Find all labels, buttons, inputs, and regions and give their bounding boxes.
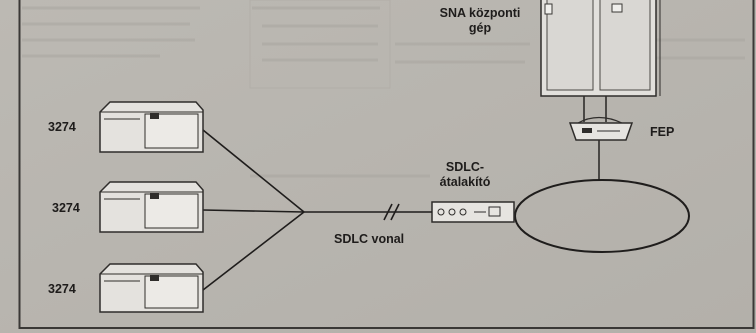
converter-label-line-1: SDLC- (445, 160, 485, 174)
mainframe-label-line-2: gép (468, 21, 492, 35)
converter-label: SDLC- átalakító (425, 160, 505, 190)
sdlc-line-label: SDLC vonal (334, 232, 405, 246)
sna-network-ellipse (514, 179, 690, 253)
controller-3274-3 (99, 263, 204, 313)
converter-label-line-2: átalakító (439, 175, 491, 189)
sdlc-line (304, 203, 432, 221)
fep-label: FEP (650, 125, 675, 139)
controller-label-2: 3274 (52, 201, 80, 215)
controller-label-1: 3274 (48, 120, 76, 134)
sna-mainframe (540, 0, 661, 97)
mainframe-label: SNA központi gép (420, 6, 540, 36)
bleed-through-box (249, 0, 391, 89)
figure-frame (18, 0, 755, 329)
controller-label-3: 3274 (48, 282, 76, 296)
fep-device (568, 116, 634, 141)
controller-links (202, 129, 305, 291)
controller-3274-2 (99, 181, 204, 233)
mainframe-label-line-1: SNA központi (439, 6, 521, 20)
controller-3274-1 (99, 101, 204, 153)
bleed-through-text (22, 6, 745, 178)
sdlc-converter-device (431, 201, 515, 223)
